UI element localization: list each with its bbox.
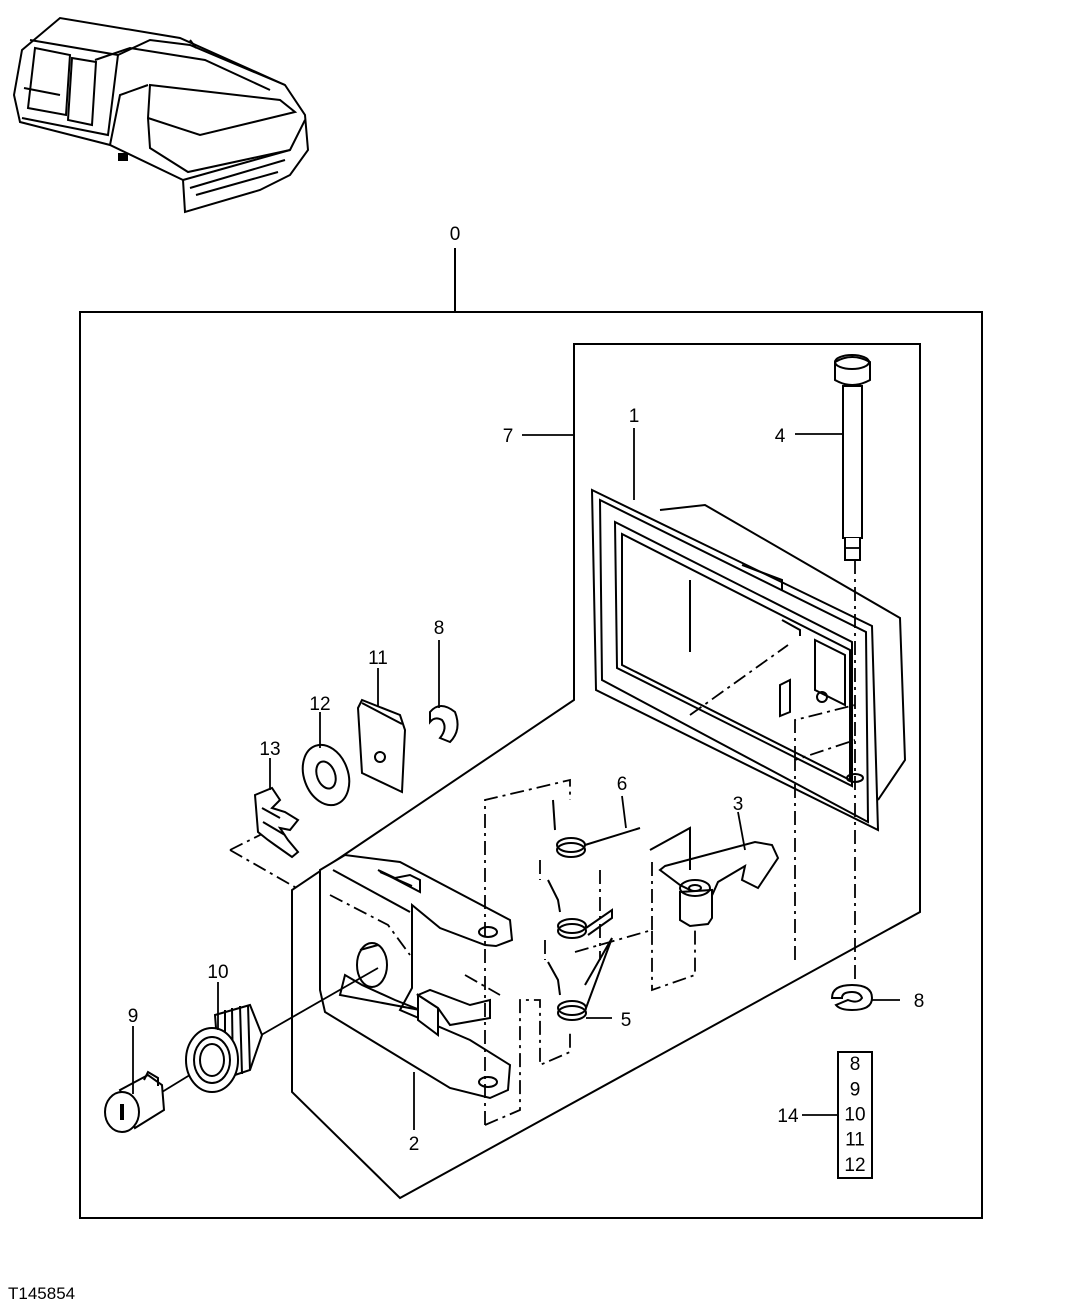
kit-list-item: 11 (845, 1130, 865, 1151)
springs (547, 799, 641, 1021)
callout-1: 1 (629, 406, 640, 427)
kit-list-items: 8 9 10 11 12 (844, 1054, 865, 1176)
callout-7: 7 (503, 426, 514, 447)
kit-list-item: 8 (850, 1054, 861, 1075)
callout-14: 14 (777, 1106, 799, 1127)
callout-0: 0 (450, 224, 461, 245)
figure-id: T145854 (8, 1284, 75, 1302)
callout-12: 12 (309, 694, 330, 715)
kit-list-item: 10 (844, 1105, 865, 1126)
callout-labels: 0 7 1 4 8 11 12 13 6 3 10 8 9 5 14 2 (128, 224, 925, 1155)
pin (834, 354, 871, 561)
snap-ring-lower (830, 983, 874, 1012)
lock-cylinder (104, 1070, 166, 1133)
kit-list-item: 12 (844, 1155, 865, 1176)
cam-lever (649, 826, 780, 928)
assembly-frame (79, 248, 983, 1219)
callout-4: 4 (775, 426, 786, 447)
lock-axis-line (255, 967, 379, 1039)
callout-10: 10 (207, 962, 228, 983)
subassembly-outline (291, 343, 921, 1200)
kit-list-item: 9 (850, 1079, 861, 1100)
callout-13: 13 (259, 739, 280, 760)
callout-8-lower: 8 (914, 991, 925, 1012)
callout-5: 5 (621, 1010, 632, 1031)
spring-clip (253, 786, 300, 859)
callout-6: 6 (617, 774, 628, 795)
snap-ring-upper (429, 705, 459, 744)
latch-body (319, 853, 514, 1100)
plate (356, 698, 407, 794)
callout-3: 3 (733, 794, 744, 815)
excavator-thumbnail (12, 16, 310, 214)
callout-2: 2 (409, 1134, 420, 1155)
handle-housing (590, 488, 907, 832)
callout-8-upper: 8 (434, 618, 445, 639)
lock-body (185, 1003, 264, 1093)
callout-11: 11 (368, 648, 388, 669)
housing-guide (689, 644, 789, 716)
leader-lines (132, 428, 900, 1130)
callout-9: 9 (128, 1006, 139, 1027)
washer (301, 743, 351, 807)
